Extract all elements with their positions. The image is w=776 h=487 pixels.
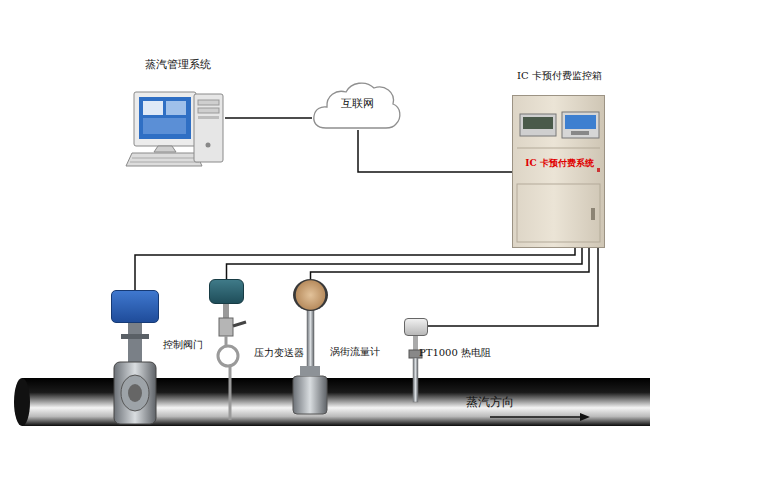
panel-title: IC 卡预付费系统 [513, 158, 606, 169]
cloud-label: 互联网 [312, 97, 402, 110]
device-label: 涡街流量计 [330, 346, 380, 358]
cabinet-node: IC 卡预付费监控箱IC 卡预付费系统 [512, 95, 605, 248]
flow-arrow [490, 413, 590, 421]
cabinet-panel [513, 96, 604, 247]
computer-node: 蒸汽管理系统 [130, 88, 225, 168]
computer-icon [126, 92, 223, 166]
pt1000-head: PT1000 热电阻 [404, 318, 428, 336]
vortex-flowmeter [293, 310, 327, 414]
device-label: 控制阀门 [163, 339, 203, 351]
cloud-node: 互联网 [312, 78, 402, 130]
wire-connector [225, 117, 312, 119]
device-label: PT1000 热电阻 [419, 347, 491, 359]
device-label: 压力变送器 [254, 347, 304, 359]
wire-connector [311, 248, 590, 279]
pressure-transmitter [218, 304, 246, 420]
node-heading: 蒸汽管理系统 [120, 58, 235, 71]
valve-actuator: 控制阀门 [111, 290, 159, 323]
flowmeter-head: 涡街流量计 [293, 279, 328, 311]
wire-connector [428, 248, 598, 326]
wire-connector [135, 248, 575, 290]
control-valve [114, 322, 156, 424]
direction-label: 蒸汽方向 [466, 395, 514, 409]
wire-connector [358, 130, 512, 172]
steam-pipe [14, 378, 650, 426]
pressure-head: 压力变送器 [209, 279, 244, 304]
wire-connector [227, 248, 583, 279]
pt1000-probe [409, 336, 422, 402]
node-heading: IC 卡预付费监控箱 [499, 70, 620, 82]
